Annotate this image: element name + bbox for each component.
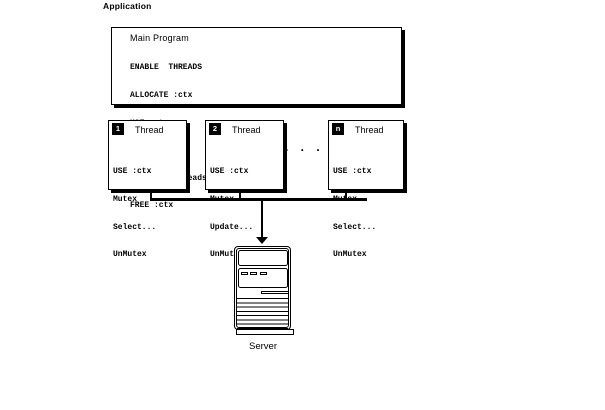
code-line: UnMutex	[333, 250, 367, 260]
thread-label: Thread	[232, 125, 261, 135]
server-control-panel	[237, 268, 288, 288]
server-base	[236, 329, 294, 336]
connector-stub-thread-1	[149, 189, 153, 199]
server-label: Server	[249, 340, 277, 352]
main-program-label: Main Program	[130, 32, 189, 43]
thread-label: Thread	[355, 125, 384, 135]
indicator-square	[240, 271, 248, 276]
code-line: Select...	[113, 222, 157, 232]
diagram-title: Application	[103, 1, 152, 11]
code-line: Update...	[210, 222, 254, 232]
thread-box-2: 2 Thread USE :ctx Mutex Update... UnMute…	[205, 120, 284, 259]
connector-stub-thread-n	[344, 189, 348, 199]
thread-label: Thread	[135, 125, 164, 135]
indicator-square	[250, 271, 258, 276]
arrow-down-icon	[256, 237, 268, 244]
code-line: ENABLE THREADS	[130, 63, 203, 73]
connector-stub-thread-2	[238, 189, 242, 199]
thread-badge: 2	[209, 122, 221, 135]
thread-box-1: 1 Thread USE :ctx Mutex Select... UnMute…	[108, 120, 187, 259]
server-indicator-lights	[240, 271, 267, 276]
main-program-box: Main Program ENABLE THREADS ALLOCATE :ct…	[111, 27, 402, 210]
arrow-shaft	[260, 199, 264, 238]
thread-badge: 1	[112, 122, 124, 135]
code-line: Select...	[333, 222, 377, 232]
code-line: FREE :ctx	[130, 201, 174, 211]
server-disk-slot	[260, 290, 289, 294]
code-line: ALLOCATE :ctx	[130, 91, 193, 101]
code-line: UnMutex	[210, 250, 244, 260]
code-line: Mutex	[113, 195, 138, 205]
indicator-square	[259, 271, 267, 276]
thread-box-n: n Thread USE :ctx Mutex Select... UnMute…	[328, 120, 404, 259]
code-line: UnMutex	[113, 250, 147, 260]
server-icon	[234, 246, 291, 330]
ellipsis: . . .	[285, 140, 320, 154]
code-line: USE :ctx	[113, 167, 152, 177]
code-line: USE :ctx	[333, 167, 372, 177]
connector-bus-line	[149, 197, 368, 201]
server-drive-bay-panel	[237, 250, 288, 266]
code-line: USE :ctx	[210, 167, 249, 177]
thread-code: USE :ctx Mutex Select... UnMutex	[113, 149, 156, 278]
thread-code: USE :ctx Mutex Select... UnMutex	[333, 149, 376, 278]
thread-badge: n	[332, 122, 344, 135]
server-vents	[236, 298, 289, 330]
